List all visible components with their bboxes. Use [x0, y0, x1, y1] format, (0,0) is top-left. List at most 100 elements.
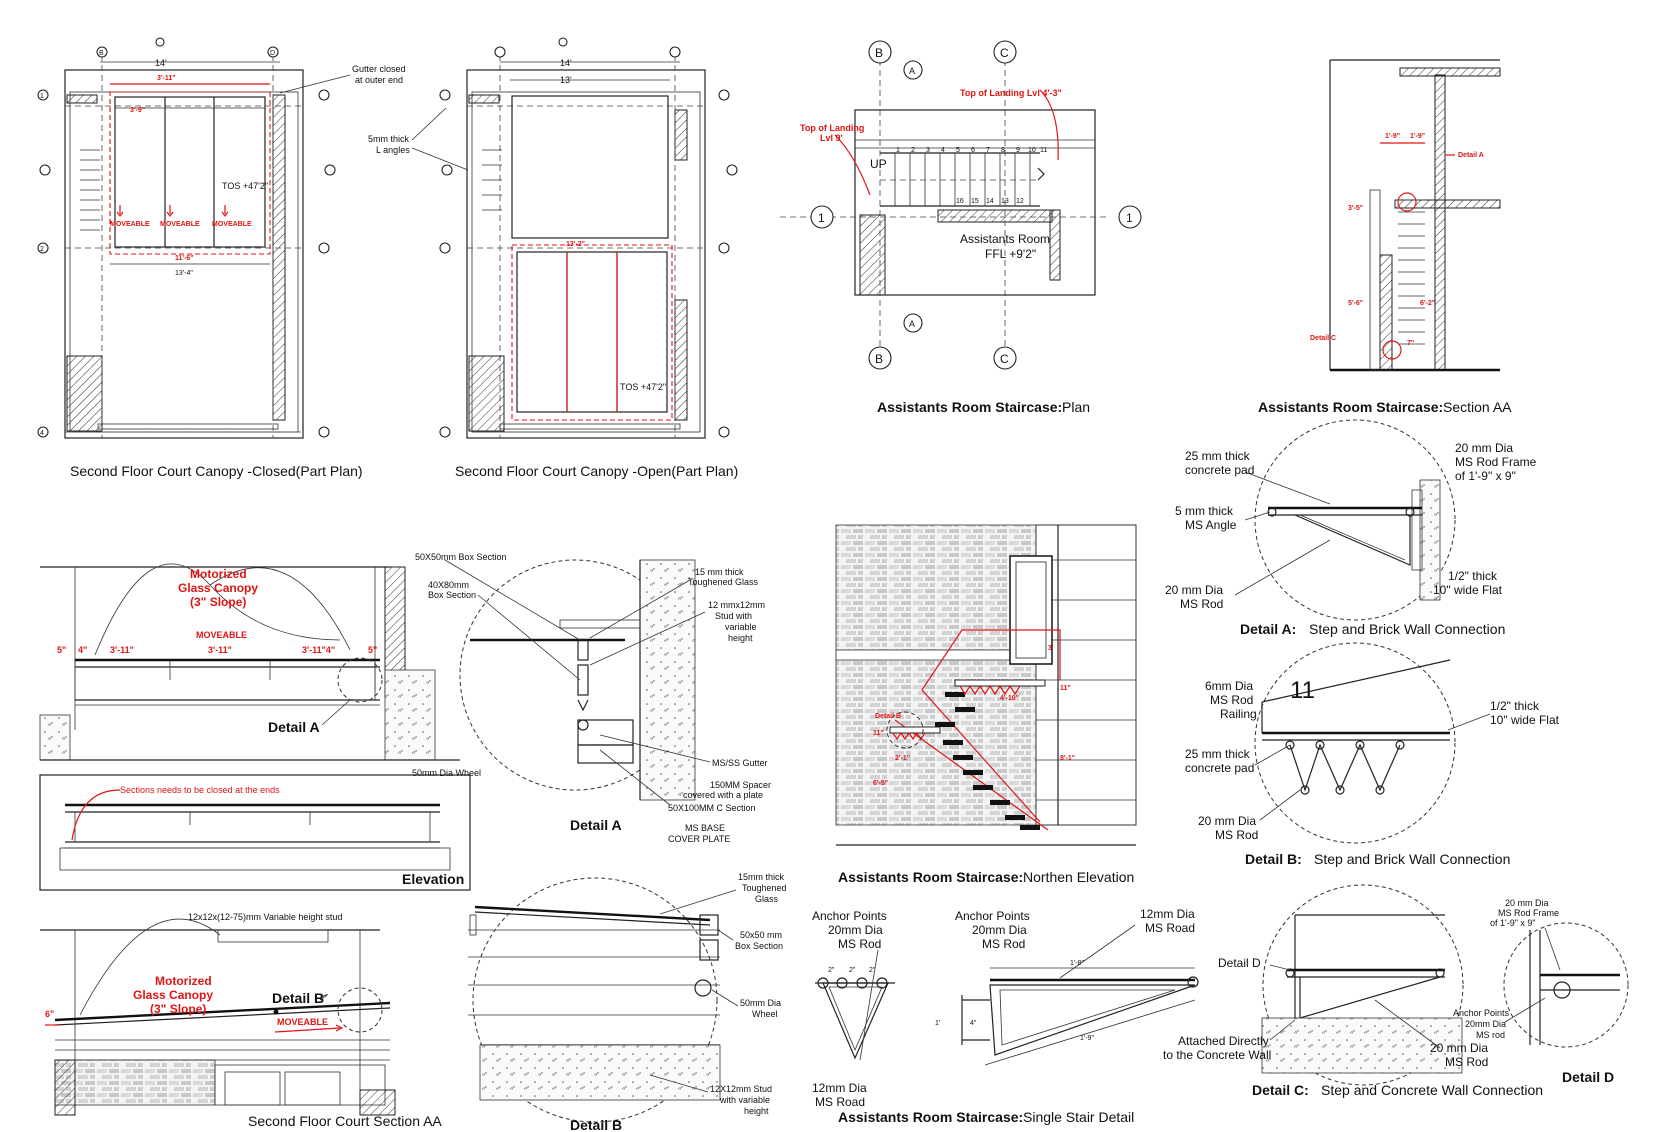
da-rod-1: 20 mm Dia: [1165, 583, 1223, 597]
dd-anchor-3: MS rod: [1476, 1030, 1505, 1040]
dim-sec-5-6: 5'-6": [1348, 300, 1363, 307]
cdb-stud-1: 12X12mm Stud: [710, 1084, 772, 1094]
cdb-box-1: 50x50 mm: [740, 930, 782, 940]
step-6: 6: [971, 147, 975, 154]
dc-rod-1: 20 mm Dia: [1430, 1041, 1488, 1055]
cda-stud-1: 12 mmx12mm: [708, 600, 765, 610]
open-plan-title: Second Floor Court Canopy -Open(Part Pla…: [455, 463, 738, 479]
court-section-title: Second Floor Court Section AA: [248, 1113, 442, 1129]
dd-frame-1: 20 mm Dia: [1505, 898, 1549, 908]
brick-wall: [835, 524, 1037, 826]
dim-11-6: 11'-6": [175, 255, 194, 262]
db-number: 11: [1290, 677, 1315, 704]
stair-plan-title-rest: Plan: [1062, 399, 1090, 415]
ne-dim-6-5: 6'-5": [873, 780, 888, 787]
stair-treads: [894, 153, 1031, 206]
ss-anchor2-3: MS Rod: [982, 937, 1025, 951]
stair-grid-1a: 1: [818, 211, 825, 225]
ss-anchor1-3: MS Rod: [838, 937, 881, 951]
box40-2: Box Section: [428, 590, 476, 600]
slope-2: (3" Slope): [150, 1002, 206, 1016]
stair-plan-title-bold: Assistants Room Staircase:: [877, 399, 1062, 415]
da-frame-3: of 1'-9" x 9": [1455, 469, 1516, 483]
canopy-detail-a-callout: Detail A: [268, 719, 320, 735]
ss-road-top-2: MS Road: [1145, 921, 1195, 935]
cdb-glass-3: Glass: [755, 894, 779, 904]
dim-5a: 5": [57, 645, 66, 655]
ss-anchor2-2: 20mm Dia: [972, 923, 1027, 937]
da-frame-2: MS Rod Frame: [1455, 455, 1537, 469]
stair-plan-labels: B C B C 1 1 A A UP Assistants Room FFL +…: [800, 46, 1133, 415]
stair-grid-b: B: [875, 46, 883, 60]
ne-detail-b: Detail B: [875, 713, 901, 720]
cda-spacer-1: 150MM Spacer: [710, 780, 771, 790]
dim-sec-6-2: 6'-2": [1420, 300, 1435, 307]
ss-dim-4: 4": [970, 1020, 977, 1027]
step-5: 5: [956, 147, 960, 154]
dim-14: 14': [155, 58, 167, 68]
dc-rod-2: MS Rod: [1445, 1055, 1488, 1069]
section-marker-bottom: [903, 313, 923, 333]
dim-3-11c: 3'-11"4": [302, 645, 335, 655]
section-aa-title-rest: Section AA: [1443, 399, 1512, 415]
section-aa-labels: Detail A Detail C 1'-9" 1'-9" 3'-5" 5'-6…: [1258, 133, 1512, 415]
dim-5b: 5": [368, 645, 377, 655]
da-pad-1: 25 mm thick: [1185, 449, 1251, 463]
single-title-rest: Single Stair Detail: [1023, 1109, 1134, 1125]
stair-detail-a: [1254, 419, 1456, 621]
wheel-label: 50mm Dia Wheel: [412, 768, 481, 778]
da-frame-1: 20 mm Dia: [1455, 441, 1513, 455]
db-rod-2: MS Rod: [1215, 828, 1258, 842]
northern-title-rest: Northen Elevation: [1023, 869, 1134, 885]
db-pad-2: concrete pad: [1185, 761, 1254, 775]
db-rail-2: MS Rod: [1210, 693, 1253, 707]
moveable-2: MOVEABLE: [160, 221, 200, 228]
da-flat-1: 1/2" thick: [1448, 569, 1498, 583]
stair-wall: [937, 209, 1053, 223]
ss-dim-1-8: 1'-8": [1070, 960, 1084, 967]
single-stair-detail: [815, 967, 1199, 1066]
cda-gutter: MS/SS Gutter: [712, 758, 768, 768]
cda-glass-1: 15 mm thick: [695, 567, 744, 577]
ss-anchor1-2: 20mm Dia: [828, 923, 883, 937]
db-rod-1: 20 mm Dia: [1198, 814, 1256, 828]
grid-b-bottom: [868, 346, 892, 370]
step-13: 13: [1001, 198, 1009, 205]
dim-13-open: 13': [560, 75, 572, 85]
box50-label: 50X50mm Box Section: [415, 552, 507, 562]
dd-frame-3: of 1'-9" x 9": [1490, 918, 1536, 928]
dim-6: 6": [45, 1009, 54, 1019]
moveable-1: MOVEABLE: [110, 221, 150, 228]
ss-dim-1: 1': [935, 1020, 940, 1027]
canopy-detail-b-title: Detail B: [570, 1117, 622, 1132]
landing-lvl-4-3: Top of Landing Lvl 4'-3": [960, 88, 1062, 98]
ss-road-top-1: 12mm Dia: [1140, 907, 1195, 921]
stair-grid-1b: 1: [1126, 211, 1133, 225]
step-12: 12: [1016, 198, 1024, 205]
step-9: 9: [1016, 147, 1020, 154]
northern-title-bold: Assistants Room Staircase:: [838, 869, 1023, 885]
step-8: 8: [1001, 147, 1005, 154]
northern-elevation-labels: Detail B 4'-10" 3' 11" 8'-1" 6'-5" 2'-1"…: [838, 645, 1134, 885]
step-14: 14: [986, 198, 994, 205]
stair-grid-b2: B: [875, 352, 883, 366]
da-angle-1: 5 mm thick: [1175, 504, 1234, 518]
angles-label-2: L angles: [376, 145, 410, 155]
da-angle-2: MS Angle: [1185, 518, 1237, 532]
section-aa-title-bold: Assistants Room Staircase:: [1258, 399, 1443, 415]
db-rail-3: Railing: [1220, 707, 1257, 721]
step-7: 7: [986, 147, 990, 154]
canopy-detail-b-labels: 15mm thick Toughened Glass 50x50 mm Box …: [570, 872, 787, 1132]
tos-open: TOS +47'2": [620, 382, 666, 392]
cda-base-2: COVER PLATE: [668, 834, 730, 844]
grid-b-top: [868, 40, 892, 64]
dim-3-9: 3'-9": [130, 107, 145, 114]
elevation-steps: [889, 679, 1046, 830]
grid-col-d: D: [270, 50, 275, 57]
cda-stud-3: variable: [725, 622, 757, 632]
sections-closed-note: Sections needs to be closed at the ends: [120, 785, 280, 795]
ss-space-2: 2": [849, 967, 856, 974]
grid-c-bottom: [993, 346, 1017, 370]
step-3: 3: [926, 147, 930, 154]
dd-frame-2: MS Rod Frame: [1498, 908, 1559, 918]
